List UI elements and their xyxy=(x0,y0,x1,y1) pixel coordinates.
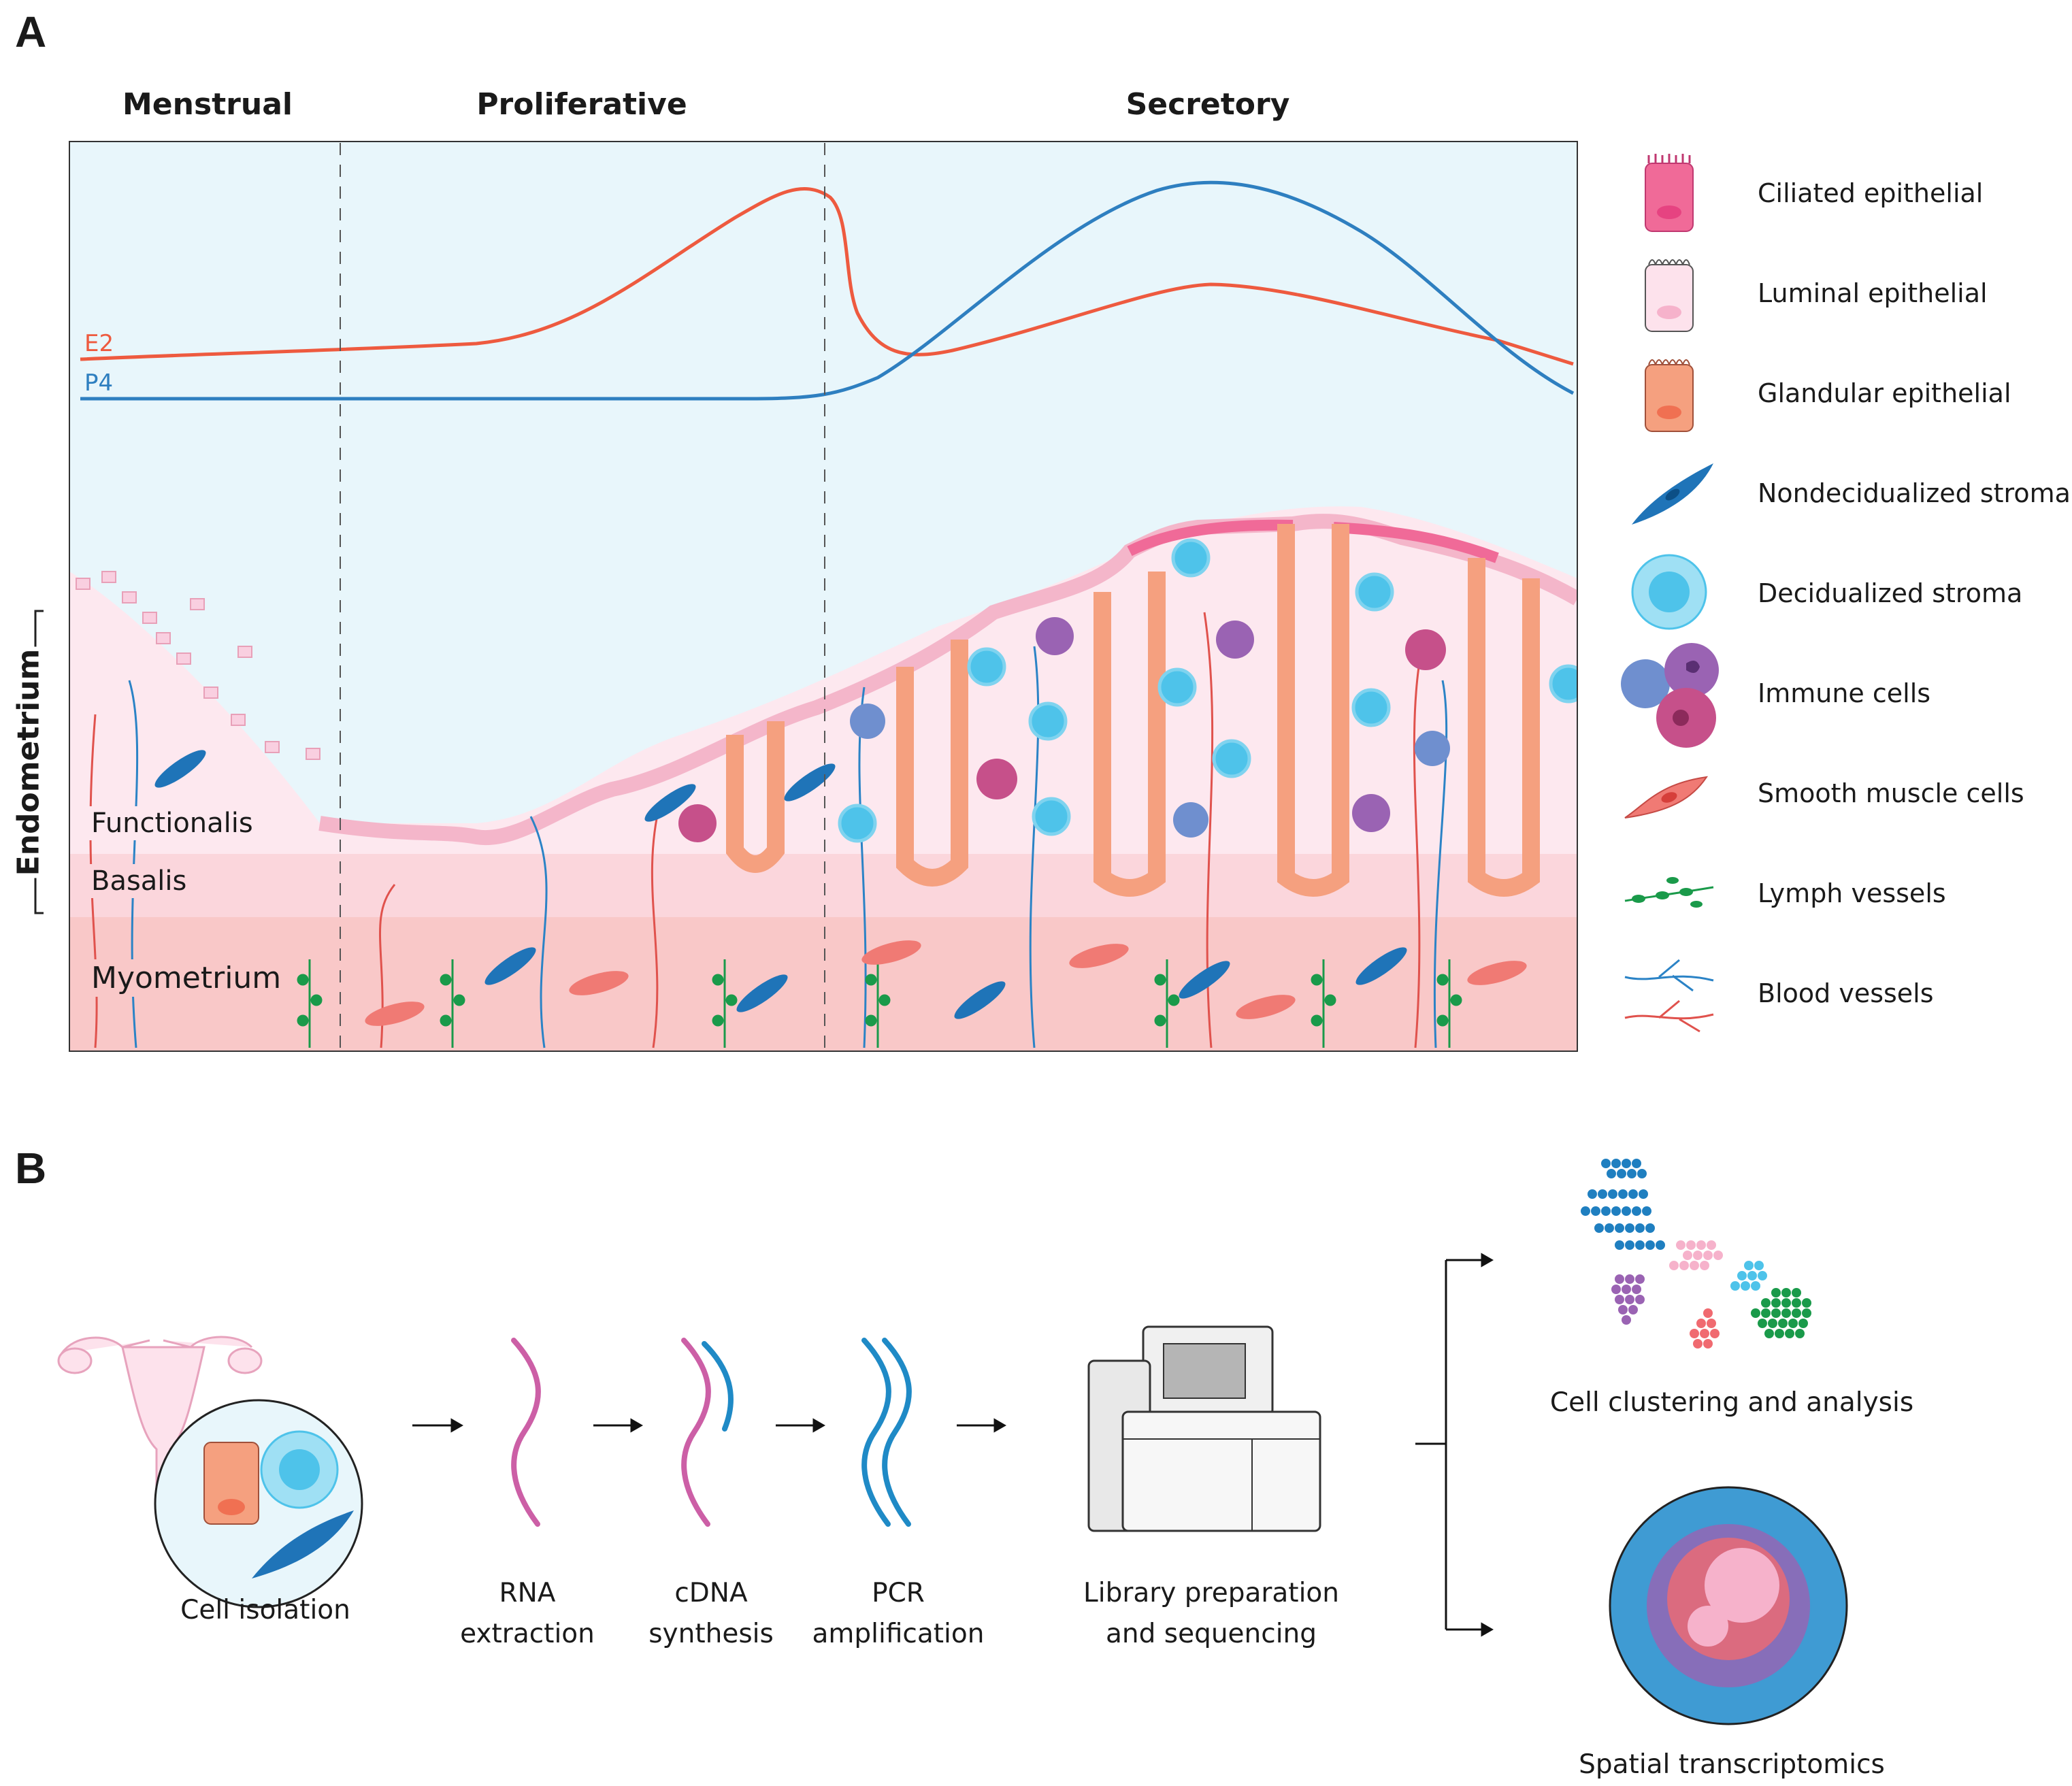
lymph-vessels-icon xyxy=(1624,877,1714,908)
diagram-frame xyxy=(69,141,1578,1052)
spatial-transcriptomics-map xyxy=(1609,1486,1848,1725)
pipeline-arrows xyxy=(412,1418,1007,1433)
p4-curve xyxy=(80,180,1575,401)
uterus-icon xyxy=(57,1336,263,1512)
rna-strand-icon xyxy=(511,1338,541,1527)
legend-label: Glandular epithelial xyxy=(1758,378,2011,408)
legend-label: Decidualized stroma xyxy=(1758,578,2023,608)
pcr-amplification-label: PCR amplification xyxy=(796,1573,1000,1655)
pcr-strands-icon xyxy=(861,1338,912,1527)
phase-secretory-label: Secretory xyxy=(1125,87,1290,122)
cluster-pink xyxy=(1669,1240,1723,1270)
legend-label: Smooth muscle cells xyxy=(1758,778,2024,808)
panel-a-letter: A xyxy=(15,7,47,56)
library-label-line2: and sequencing xyxy=(1105,1619,1317,1649)
cluster-purple xyxy=(1611,1274,1645,1325)
stroma-cell xyxy=(252,1510,354,1578)
cdna-strand-icon xyxy=(681,1338,734,1527)
sequencer-icon xyxy=(1087,1325,1321,1532)
e2-curve xyxy=(80,187,1574,366)
smooth-muscle-cells-diagram xyxy=(365,940,1527,1026)
cdna-label-line2: synthesis xyxy=(648,1619,774,1649)
immune-cells-diagram xyxy=(678,617,1450,842)
legend-label: Ciliated epithelial xyxy=(1758,178,1984,208)
phase-menstrual-label: Menstrual xyxy=(122,87,293,122)
branch-connector xyxy=(1415,1253,1494,1637)
spatial-transcriptomics-label: Spatial transcriptomics xyxy=(1579,1749,1885,1780)
legend-item-lymph: Lymph vessels xyxy=(1618,850,2067,938)
ciliated-epithelial-icon xyxy=(1645,154,1694,232)
cluster-red xyxy=(1690,1308,1720,1349)
pcr-label-line2: amplification xyxy=(812,1619,985,1649)
legend-item-luminal: Luminal epithelial xyxy=(1618,250,2067,338)
library-sequencing-label: Library preparation and sequencing xyxy=(1062,1573,1361,1655)
legend-label: Immune cells xyxy=(1758,678,1931,708)
pcr-label-line1: PCR xyxy=(872,1578,925,1608)
smooth-muscle-icon xyxy=(1624,776,1709,818)
phase-proliferative-label: Proliferative xyxy=(476,87,687,122)
legend-label: Nondecidualized stroma xyxy=(1758,478,2071,508)
lymph-vessels-diagram xyxy=(297,959,1462,1048)
decidualized-cells xyxy=(838,538,1577,843)
rna-label-line1: RNA xyxy=(499,1578,556,1608)
endometrium-label: Endometrium xyxy=(11,646,46,878)
legend-item-ciliated: Ciliated epithelial xyxy=(1618,150,2067,238)
uterine-glands xyxy=(726,524,1540,897)
cluster-blue xyxy=(1581,1159,1665,1250)
immune-cells-icon xyxy=(1621,643,1719,748)
blood-vessels-icon xyxy=(1624,959,1714,1033)
ciliated-epithelium-surface xyxy=(1127,519,1499,563)
legend-label: Lymph vessels xyxy=(1758,878,1946,908)
legend-item-nondecidualized: Nondecidualized stroma xyxy=(1618,450,2071,538)
stroma-cells xyxy=(154,750,1407,1019)
nondecidualized-stroma-icon xyxy=(1632,463,1713,525)
legend-item-immune: Immune cells xyxy=(1618,643,2067,748)
myometrium-label: Myometrium xyxy=(87,959,286,997)
panel-b-letter: B xyxy=(15,1144,47,1193)
cell-isolation-illustration xyxy=(57,1336,363,1608)
myometrium-layer xyxy=(69,917,1577,1051)
legend-item-blood: Blood vessels xyxy=(1618,950,2067,1038)
functionalis-label: Functionalis xyxy=(87,806,257,840)
cluster-green xyxy=(1751,1288,1811,1338)
p4-label: P4 xyxy=(84,369,114,397)
cdna-label-line1: cDNA xyxy=(674,1578,748,1608)
legend-label: Blood vessels xyxy=(1758,978,1934,1008)
legend-label: Luminal epithelial xyxy=(1758,278,1988,308)
cell-clustering-plot xyxy=(1581,1159,1811,1349)
cdna-synthesis-label: cDNA synthesis xyxy=(619,1573,803,1655)
menstrual-cycle-diagram xyxy=(34,141,1578,1052)
legend-item-smooth-muscle: Smooth muscle cells xyxy=(1618,750,2067,838)
functionalis-layer xyxy=(69,506,1577,857)
rna-extraction-label: RNA extraction xyxy=(435,1573,619,1655)
luminal-epithelial-icon xyxy=(1645,259,1694,332)
legend-item-glandular: Glandular epithelial xyxy=(1618,350,2067,438)
endometrium-bracket-bottom xyxy=(34,878,44,914)
cluster-lightblue xyxy=(1730,1261,1767,1291)
rna-label-line2: extraction xyxy=(460,1619,595,1649)
cell-isolation-label: Cell isolation xyxy=(180,1595,350,1625)
cell-clustering-label: Cell clustering and analysis xyxy=(1549,1387,1914,1418)
e2-label: E2 xyxy=(84,330,114,357)
basalis-layer xyxy=(69,854,1577,919)
basalis-label: Basalis xyxy=(87,864,191,898)
shedding-cells xyxy=(76,571,320,760)
glandular-cell xyxy=(203,1442,259,1525)
library-label-line1: Library preparation xyxy=(1083,1578,1339,1608)
decidualized-stroma-icon xyxy=(1631,554,1707,630)
legend-item-decidualized: Decidualized stroma xyxy=(1618,550,2067,638)
glandular-epithelial-icon xyxy=(1645,359,1694,432)
